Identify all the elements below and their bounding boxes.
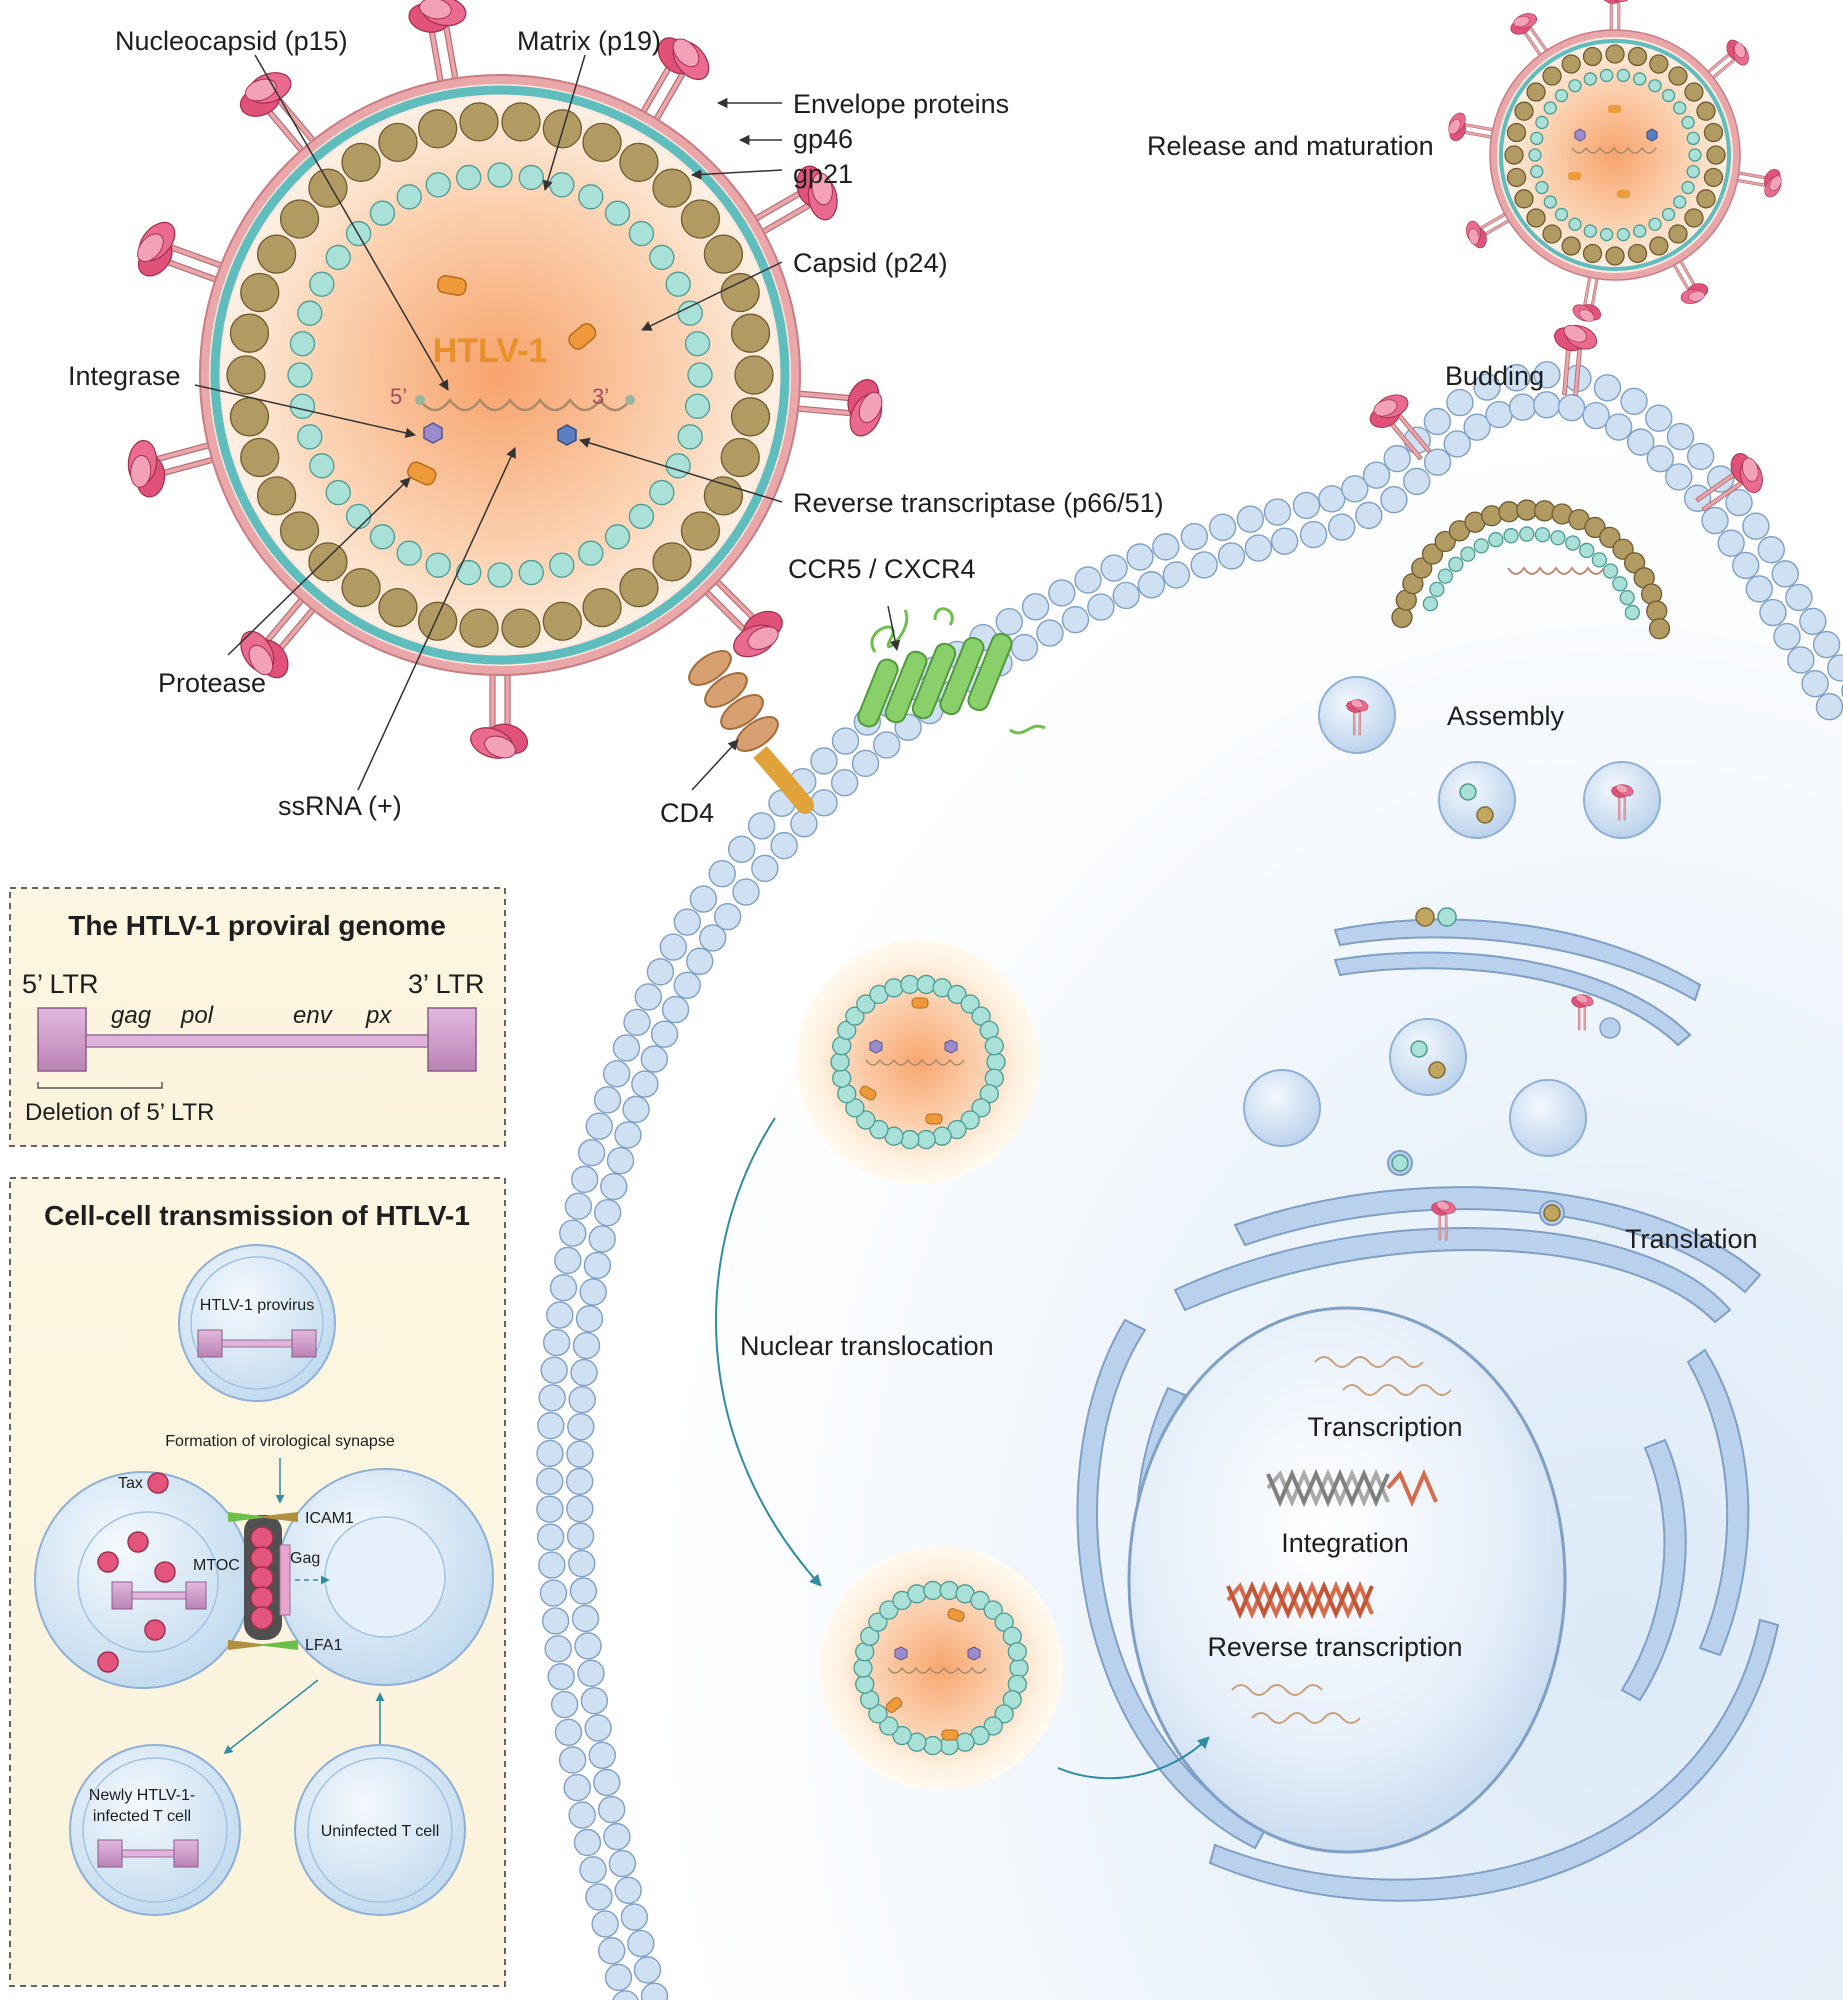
reverse-transcriptase-label: Reverse transcriptase (p66/51)	[793, 488, 1164, 518]
assembly-label: Assembly	[1447, 701, 1565, 731]
tax-proteins	[97, 1472, 176, 1673]
nuclear-translocation-label: Nuclear translocation	[740, 1331, 994, 1361]
ltr3-block	[427, 1007, 477, 1072]
virus-title: HTLV-1	[433, 332, 548, 370]
transcription-label: Transcription	[1307, 1412, 1462, 1442]
golgi-cisternae	[1333, 907, 1702, 1047]
gp21-label: gp21	[793, 159, 853, 189]
five-prime-label: 5’	[390, 384, 407, 409]
infected-cell-top	[178, 1244, 336, 1402]
integrase-enzyme	[423, 422, 443, 444]
release-label: Release and maturation	[1147, 131, 1434, 161]
gag-clusters	[250, 1526, 274, 1630]
icam1-top	[256, 1512, 298, 1522]
ltr5-block	[37, 1007, 87, 1072]
gp46-label: gp46	[793, 124, 853, 154]
ssrna-strand	[419, 397, 631, 412]
nuclear-entry-arrow	[1057, 1736, 1210, 1780]
virion-leader-lines	[194, 54, 901, 791]
reverse-transcription-label: Reverse transcription	[1207, 1632, 1462, 1662]
nucleus-nucleic-acids	[1226, 1356, 1452, 1724]
icam1-bottom	[228, 1640, 270, 1650]
envelope-spikes	[127, 0, 883, 759]
gene-env: env	[293, 1002, 334, 1029]
ltr5-label: 5’ LTR	[22, 969, 99, 999]
envelope-label: Envelope proteins	[793, 89, 1009, 119]
protease-enzyme	[568, 322, 597, 350]
transmission-panel-title: Cell-cell transmission of HTLV-1	[44, 1200, 470, 1231]
newly-infected-cell	[69, 1744, 241, 1916]
gene-pol: pol	[180, 1002, 214, 1029]
transmission-panel: Cell-cell transmission of HTLV-1 HTLV-1 …	[9, 1177, 506, 1987]
icam1-label: ICAM1	[305, 1510, 354, 1527]
genome-panel-title: The HTLV-1 proviral genome	[68, 910, 446, 941]
gene-px: px	[365, 1002, 392, 1029]
protease-label: Protease	[158, 668, 266, 698]
cytoplasmic-capsid-upper	[796, 940, 1040, 1184]
tax-label: Tax	[118, 1475, 143, 1492]
lfa1-bottom	[256, 1640, 298, 1650]
nuclear-translocation-arrow	[715, 1117, 822, 1587]
synapse-label: Formation of virological synapse	[165, 1433, 395, 1450]
gag-label: Gag	[290, 1550, 320, 1567]
deletion-label: Deletion of 5’ LTR	[25, 1099, 214, 1126]
ccr5-label: CCR5 / CXCR4	[788, 554, 976, 584]
provirus-label: HTLV-1 provirus	[200, 1297, 314, 1314]
protease-enzyme	[437, 275, 467, 296]
translation-label: Translation	[1625, 1224, 1758, 1254]
deletion-bracket	[37, 1082, 163, 1089]
htlv-virion: HTLV-1 5’ 3’	[127, 0, 883, 759]
cd4-label: CD4	[660, 798, 714, 828]
mature-virion	[1448, 0, 1782, 322]
gene-gag: gag	[111, 1002, 152, 1029]
three-prime-label: 3’	[592, 384, 609, 409]
budding-virion	[1369, 324, 1763, 640]
cytoplasmic-capsid-lower	[819, 1546, 1063, 1790]
assembly-vesicles	[1318, 676, 1661, 839]
lfa1-top	[228, 1512, 270, 1522]
uninfected-label: Uninfected T cell	[321, 1823, 440, 1840]
genome-panel: The HTLV-1 proviral genome 5’ LTR 3’ LTR…	[9, 887, 506, 1147]
capsid-label: Capsid (p24)	[793, 248, 948, 278]
mature-envelope-spikes	[1448, 0, 1782, 322]
integration-label: Integration	[1281, 1528, 1409, 1558]
nucleus	[1127, 1306, 1567, 1854]
nucleocapsid-label: Nucleocapsid (p15)	[115, 26, 348, 56]
integrase-label: Integrase	[68, 361, 181, 391]
ssrna-label: ssRNA (+)	[278, 791, 402, 821]
protease-enzyme	[407, 461, 437, 486]
newly-infected-label-2: infected T cell	[93, 1808, 191, 1825]
envelope-inner-layer	[210, 85, 790, 665]
cd4-receptor	[688, 650, 814, 814]
budding-label: Budding	[1445, 361, 1544, 391]
provirus-backbone	[84, 1034, 431, 1048]
lfa1-label: LFA1	[305, 1637, 342, 1654]
reverse-transcriptase-enzyme	[557, 424, 577, 446]
matrix-label: Matrix (p19)	[517, 26, 661, 56]
ccr5-cxcr4-receptor	[857, 607, 1046, 735]
newly-infected-label-1: Newly HTLV-1-	[89, 1787, 195, 1804]
mtoc-label: MTOC	[193, 1557, 240, 1574]
ltr3-label: 3’ LTR	[408, 969, 485, 999]
cytoplasmic-vesicles	[1243, 1018, 1587, 1157]
uninfected-cell	[294, 1744, 466, 1916]
